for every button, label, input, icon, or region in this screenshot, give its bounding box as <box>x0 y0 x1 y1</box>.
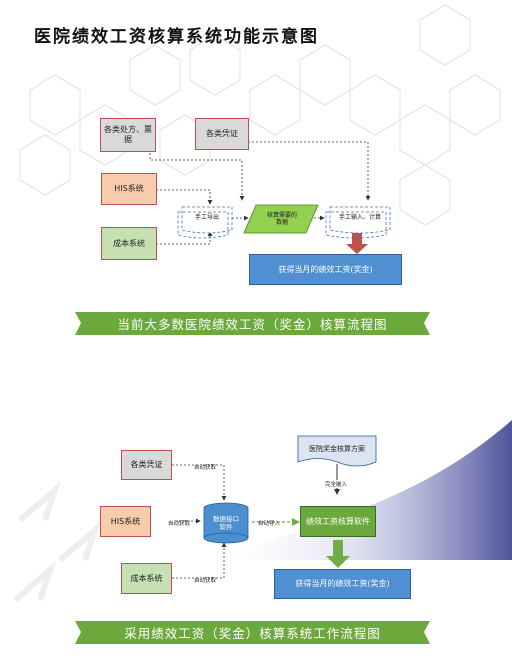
result-box-1: 获得当月的绩效工资(奖金) <box>249 254 402 285</box>
caption-banner-2-shape <box>75 621 430 644</box>
d1-arrow-vouchers <box>248 141 371 201</box>
edge-label-auto-import: 自动导入 <box>258 521 281 527</box>
cost-label-2: 成本系统 <box>130 573 163 583</box>
vouchers-label-1: 各类凭证 <box>206 129 238 138</box>
needed-data-shape <box>243 204 319 234</box>
page-title: 医院绩效工资核算系统功能示意图 <box>34 27 319 47</box>
caption-2: 采用绩效工资（奖金）核算系统工作流程图 <box>124 626 381 641</box>
cost-label-1: 成本系统 <box>113 238 145 248</box>
edge-label-auto-fetch-1: 自动获取 <box>194 465 217 471</box>
data-interface-cylinder <box>203 502 249 544</box>
his-box-1: HIS系统 <box>101 173 157 205</box>
d1-arrow-cost <box>156 231 213 245</box>
d1-arrow-his <box>156 189 213 205</box>
software-box: 绩效工资核算软件 <box>300 506 376 537</box>
needed-data-label: 核算需要的数据 <box>267 211 298 227</box>
edge-label-auto-fetch-2: 自动获取 <box>168 521 191 527</box>
d1-arrow-prescriptions <box>149 145 245 201</box>
scheme-label-box: 医院奖金核算方案 <box>298 438 376 460</box>
d1-result-arrow <box>346 232 368 254</box>
d2-result-arrow <box>326 540 350 568</box>
caption-banner-1-shape <box>75 312 430 335</box>
scheme-label: 医院奖金核算方案 <box>309 444 365 453</box>
needed-data-label-box: 核算需要的数据 <box>252 206 312 232</box>
manual-input-shape <box>329 206 391 234</box>
his-label-2: HIS系统 <box>110 516 141 526</box>
manual-export-label: 手工导出 <box>194 214 219 222</box>
background-swoosh <box>210 420 512 560</box>
scheme-document-shape <box>297 435 377 467</box>
vouchers-box-2: 各类凭证 <box>121 450 172 480</box>
software-label: 绩效工资核算软件 <box>306 516 370 526</box>
his-box-2: HIS系统 <box>100 506 151 537</box>
edge-label-auto-fetch-3: 自动获取 <box>194 578 217 584</box>
manual-input-label: 手工输入、计算 <box>338 214 381 222</box>
d2-arrow-cost <box>172 542 227 579</box>
prescriptions-label: 各类处方、票据 <box>104 125 152 144</box>
interface-label-box: 数据接口软件 <box>204 510 248 536</box>
manual-export-shape <box>181 206 233 234</box>
prescriptions-box: 各类处方、票据 <box>100 118 156 152</box>
d2-arrow-vouchers <box>172 464 227 501</box>
vouchers-box-1: 各类凭证 <box>195 118 249 150</box>
interface-label: 数据接口软件 <box>213 514 239 531</box>
result-label-1: 获得当月的绩效工资(奖金) <box>278 264 373 274</box>
cost-box-2: 成本系统 <box>121 563 172 594</box>
edge-label-full-entry: 完全嵌入 <box>325 480 348 488</box>
caption-banner-1: 当前大多数医院绩效工资（奖金）核算流程图 <box>75 312 430 335</box>
manual-input-label-box: 手工输入、计算 <box>330 208 390 228</box>
result-label-2: 获得当月的绩效工资(奖金) <box>295 579 390 588</box>
manual-export-label-box: 手工导出 <box>182 208 232 228</box>
arrow-watermarks <box>13 480 102 603</box>
vouchers-label-2: 各类凭证 <box>130 460 163 469</box>
caption-1: 当前大多数医院绩效工资（奖金）核算流程图 <box>117 317 388 332</box>
result-box-2: 获得当月的绩效工资(奖金) <box>274 569 411 599</box>
cost-box-1: 成本系统 <box>101 227 157 260</box>
his-label-1: HIS系统 <box>114 184 144 193</box>
caption-banner-2: 采用绩效工资（奖金）核算系统工作流程图 <box>75 621 430 644</box>
